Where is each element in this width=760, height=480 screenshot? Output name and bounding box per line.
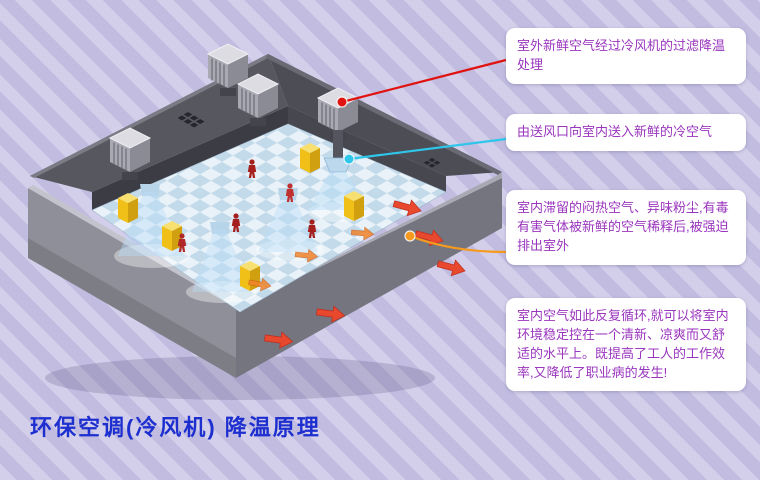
page-title: 环保空调(冷风机) 降温原理 bbox=[30, 415, 321, 440]
callout-exhaust: 室内滞留的闷热空气、异味粉尘,有毒有害气体被新鲜的空气稀释后,被强迫排出室外 bbox=[506, 190, 746, 265]
interior-floor bbox=[91, 123, 447, 313]
left-front-wall bbox=[28, 188, 236, 378]
building-shadow bbox=[45, 356, 435, 400]
machine-cabinet bbox=[240, 261, 260, 291]
machine-cabinet bbox=[118, 193, 138, 223]
callout-supply: 由送风口向室内送入新鲜的冷空气 bbox=[506, 114, 746, 151]
wall-base-shade bbox=[28, 238, 236, 378]
factory-illustration bbox=[28, 43, 502, 400]
machine-cabinet bbox=[300, 143, 320, 173]
left-wall-top-edge bbox=[28, 185, 241, 308]
machine-cabinet bbox=[162, 221, 182, 251]
right-front-wall bbox=[236, 178, 502, 378]
machine-cabinet bbox=[344, 191, 364, 221]
callout-cycle: 室内空气如此反复循环,就可以将室内环境稳定控在一个清新、凉爽而又舒适的水平上。既… bbox=[506, 298, 746, 392]
callout-filter: 室外新鲜空气经过冷风机的过滤降温处理 bbox=[506, 28, 746, 84]
